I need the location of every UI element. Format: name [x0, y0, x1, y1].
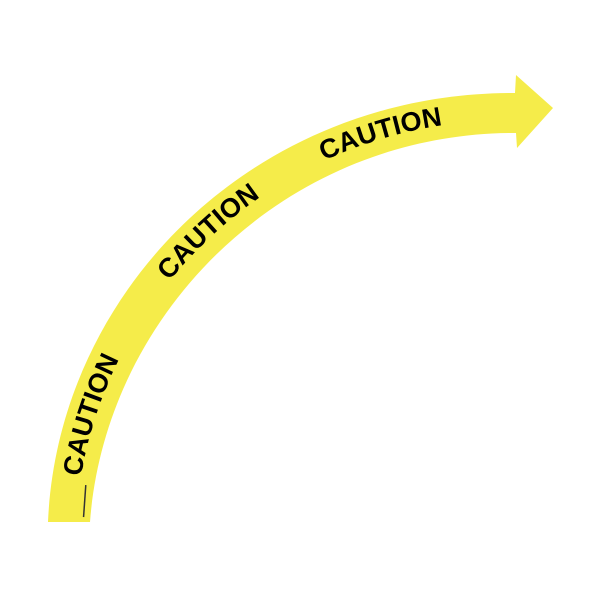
caution-label-3: CAUTION [314, 101, 444, 166]
arrow-body [48, 75, 553, 522]
caution-label-2: CAUTION [151, 177, 264, 285]
fine-print-mark [82, 485, 87, 518]
